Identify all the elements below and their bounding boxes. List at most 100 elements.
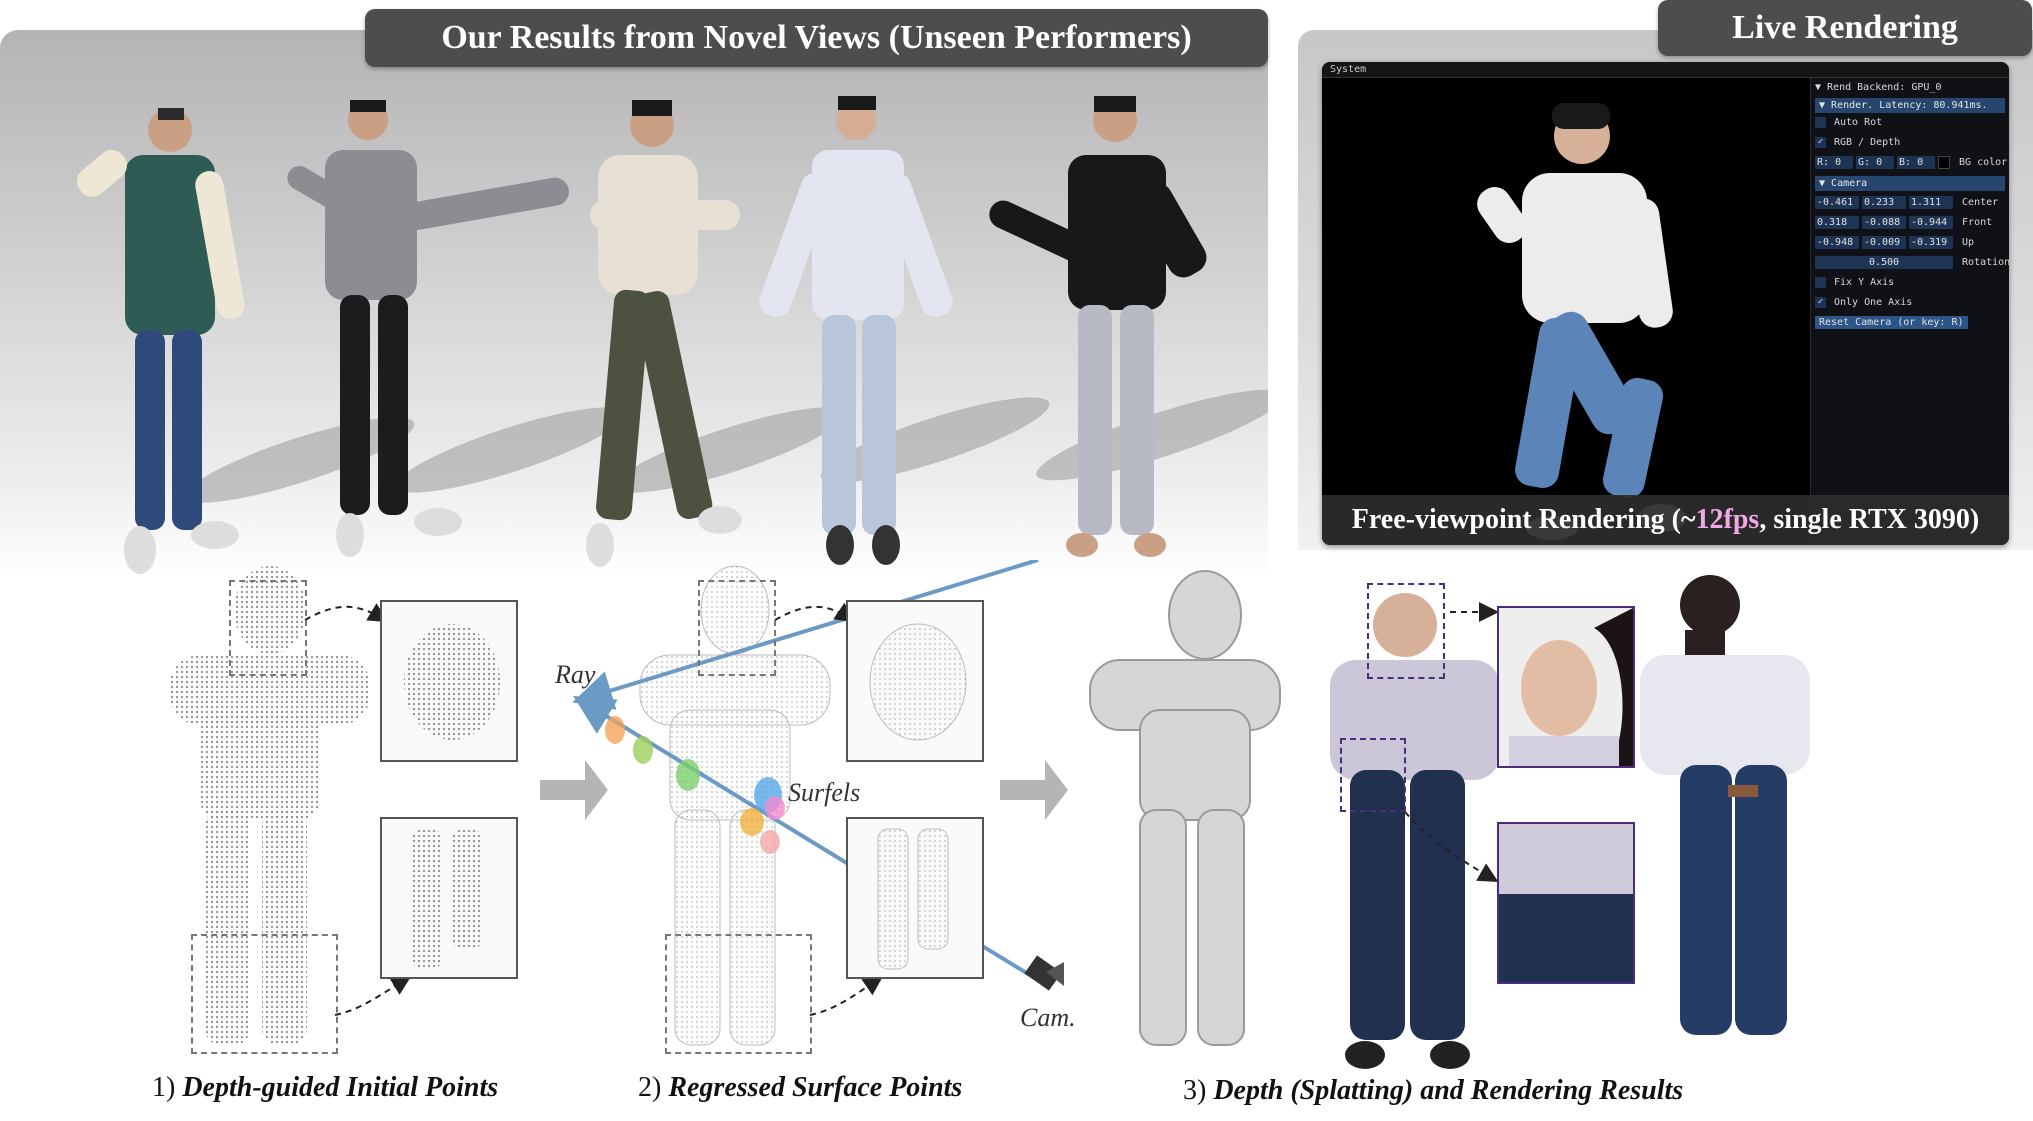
ray-label: Ray	[555, 660, 596, 689]
g-value: 0	[1876, 156, 1883, 168]
crop-box-head-1	[229, 580, 307, 676]
render-viewport[interactable]	[1322, 78, 1810, 545]
fix-y-axis-checkbox[interactable]	[1815, 276, 1826, 288]
step-1-number: 1)	[152, 1072, 176, 1103]
step-2-text: Regressed Surface Points	[668, 1072, 963, 1103]
up-x-field[interactable]: -0.948	[1815, 235, 1859, 249]
step-1-caption: 1) Depth-guided Initial Points	[152, 1072, 498, 1104]
initial-points-figure	[170, 566, 370, 1045]
performer-4	[759, 96, 953, 565]
rend-backend-row[interactable]: ▼ Rend Backend: GPU_0	[1815, 82, 1942, 93]
step-3-number: 3)	[1183, 1075, 1207, 1106]
performers-illustration	[76, 96, 1268, 574]
b-label: B:	[1899, 156, 1912, 168]
rendered-back-figure	[1640, 575, 1810, 1035]
crop-box-legs-1	[191, 934, 338, 1054]
render-latency-header[interactable]: ▼ Render. Latency: 80.941ms.	[1815, 98, 2005, 113]
zoom-inset-waist-3	[1497, 822, 1635, 984]
crop-box-head-2	[698, 580, 776, 676]
results-panel	[0, 30, 1268, 578]
r-field[interactable]: R: 0	[1815, 155, 1853, 169]
only-one-axis-row[interactable]: ✓ Only One Axis	[1815, 295, 1912, 311]
free-viewpoint-caption: Free-viewpoint Rendering (~12fps, single…	[1322, 495, 2009, 545]
caption-suffix: , single RTX 3090)	[1759, 504, 1980, 535]
only-one-axis-checkbox[interactable]: ✓	[1815, 296, 1826, 308]
center-x-field[interactable]: -0.461	[1815, 195, 1859, 209]
b-field[interactable]: B: 0	[1897, 155, 1935, 169]
surface-points-figure	[639, 565, 831, 1046]
depth-mesh-figure	[1089, 570, 1281, 1046]
rendered-front-figure	[1330, 593, 1500, 1069]
auto-rot-row[interactable]: Auto Rot	[1815, 115, 1882, 131]
crop-box-face-3	[1367, 583, 1445, 679]
live-rendering-title: Live Rendering	[1658, 0, 2032, 56]
arrow-step2-icon	[1000, 760, 1068, 820]
performer-1	[76, 108, 245, 574]
reset-camera-row: Reset Camera (or key: R)	[1815, 315, 1971, 331]
cam-label: Cam.	[1020, 1003, 1076, 1032]
crop-box-legs-2	[665, 934, 812, 1054]
window-title: System	[1322, 62, 2009, 78]
front-y-field[interactable]: -0.088	[1862, 215, 1906, 229]
auto-rot-label: Auto Rot	[1834, 117, 1883, 128]
caption-prefix: Free-viewpoint Rendering (~	[1351, 504, 1696, 535]
rgb-depth-row[interactable]: ✓ RGB / Depth	[1815, 135, 1900, 151]
g-field[interactable]: G: 0	[1856, 155, 1894, 169]
auto-rot-checkbox[interactable]	[1815, 116, 1826, 128]
performer-2	[287, 100, 569, 557]
fix-y-axis-row[interactable]: Fix Y Axis	[1815, 275, 1894, 291]
rotation-slider[interactable]: 0.500	[1815, 255, 1953, 269]
rotation-label: Rotation	[1962, 257, 2009, 268]
up-label: Up	[1962, 237, 1975, 248]
zoom-inset-face-3	[1497, 606, 1635, 768]
front-label: Front	[1962, 217, 1993, 228]
rgb-depth-checkbox[interactable]: ✓	[1815, 136, 1826, 148]
render-latency-text: Render. Latency: 80.941ms.	[1831, 100, 1988, 111]
center-y-field[interactable]: 0.233	[1862, 195, 1906, 209]
zoom-inset-head-2	[846, 600, 984, 762]
performer-3	[586, 100, 742, 567]
zoom-inset-legs-2	[846, 817, 984, 979]
rend-backend-label: Rend Backend: GPU_0	[1827, 82, 1942, 93]
step-3-text: Depth (Splatting) and Rendering Results	[1213, 1075, 1684, 1106]
caption-fps: 12fps	[1695, 504, 1760, 535]
ray-line	[572, 560, 1039, 710]
center-label: Center	[1962, 197, 1999, 208]
step-3-caption: 3) Depth (Splatting) and Rendering Resul…	[1183, 1075, 1683, 1107]
up-y-field[interactable]: -0.009	[1862, 235, 1906, 249]
step-1-text: Depth-guided Initial Points	[182, 1072, 499, 1103]
bg-color-swatch[interactable]	[1938, 155, 1950, 169]
step-2-number: 2)	[638, 1072, 662, 1103]
performer-5	[989, 96, 1207, 557]
zoom-inset-head-1	[380, 600, 518, 762]
up-z-field[interactable]: -0.319	[1909, 235, 1953, 249]
only-one-axis-label: Only One Axis	[1834, 297, 1913, 308]
arrow-step1-icon	[540, 760, 608, 820]
front-z-field[interactable]: -0.944	[1909, 215, 1953, 229]
surfels-icon	[605, 716, 785, 854]
results-title: Our Results from Novel Views (Unseen Per…	[365, 9, 1268, 67]
fix-y-axis-label: Fix Y Axis	[1834, 277, 1895, 288]
r-label: R:	[1817, 156, 1830, 168]
reset-camera-button[interactable]: Reset Camera (or key: R)	[1815, 315, 1968, 329]
g-label: G:	[1858, 156, 1871, 168]
camera-icon	[1024, 955, 1064, 991]
camera-header-label: Camera	[1831, 178, 1868, 189]
settings-panel: ▼ Rend Backend: GPU_0 ▼ Render. Latency:…	[1810, 78, 2009, 545]
r-value: 0	[1835, 156, 1842, 168]
rgb-depth-label: RGB / Depth	[1834, 137, 1901, 148]
up-row: -0.948-0.009-0.319 Up	[1815, 235, 1974, 251]
b-value: 0	[1917, 156, 1924, 168]
crop-box-waist-3	[1340, 738, 1406, 812]
zoom-inset-legs-1	[380, 817, 518, 979]
center-z-field[interactable]: 1.311	[1909, 195, 1953, 209]
bg-color-label: BG color	[1959, 157, 2008, 168]
front-x-field[interactable]: 0.318	[1815, 215, 1859, 229]
pipeline-illustration	[170, 560, 1810, 1069]
camera-header[interactable]: ▼ Camera	[1815, 176, 2005, 191]
rendered-performer	[1477, 103, 1686, 540]
viewer-window: System ▼ Rend Backend: GPU_0 ▼ Render. L…	[1322, 62, 2009, 545]
rotation-row: 0.500 Rotation	[1815, 255, 2009, 271]
